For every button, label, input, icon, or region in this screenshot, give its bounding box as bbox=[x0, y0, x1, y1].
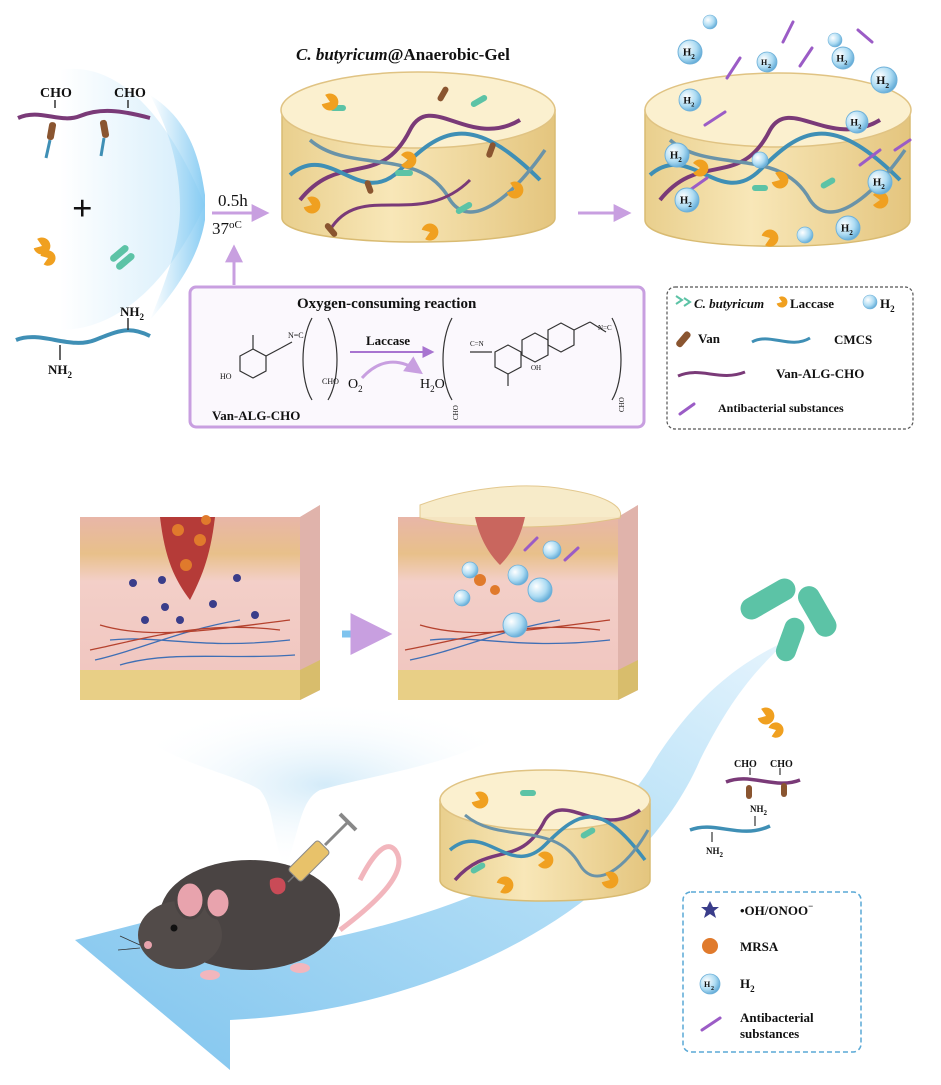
laccase-enzyme-label: Laccase bbox=[366, 333, 410, 348]
gel-container-3 bbox=[439, 769, 651, 902]
gel-container-2 bbox=[644, 72, 912, 249]
svg-text:2: 2 bbox=[691, 53, 695, 61]
legend-h2-bottom: H2 bbox=[740, 976, 755, 994]
svg-text:2: 2 bbox=[849, 229, 853, 237]
curved-arrow bbox=[360, 356, 423, 380]
gel-container-1 bbox=[280, 71, 556, 243]
legend-h2: H2 bbox=[880, 296, 895, 314]
cho-label-br-1: CHO bbox=[734, 759, 757, 770]
cho-small-label-2: CHO bbox=[452, 405, 460, 420]
nh2-label-br-1: NH2 bbox=[750, 804, 768, 817]
fan-glow bbox=[60, 68, 205, 330]
reactant-label: Van-ALG-CHO bbox=[212, 408, 300, 423]
plus-sign: + bbox=[72, 188, 93, 228]
skin-block-healing bbox=[398, 485, 638, 700]
cho-label-1: CHO bbox=[40, 86, 72, 101]
legend-cmcs: CMCS bbox=[834, 332, 872, 347]
legend-van-alg-cho: Van-ALG-CHO bbox=[776, 366, 864, 381]
svg-text:H: H bbox=[873, 177, 882, 189]
mixing-fan bbox=[150, 95, 205, 320]
svg-text:2: 2 bbox=[691, 102, 695, 109]
svg-text:H: H bbox=[841, 223, 850, 235]
nh2-label-1: NH2 bbox=[120, 304, 145, 322]
legend-bottom-box bbox=[682, 891, 862, 1053]
gel-title: C. butyricum@Anaerobic-Gel bbox=[296, 45, 510, 64]
legend-mrsa-icon bbox=[702, 938, 718, 954]
legend-cmcs-icon bbox=[751, 336, 811, 344]
cho-label-br-2: CHO bbox=[770, 759, 793, 770]
svg-text:2: 2 bbox=[881, 183, 885, 191]
cho-small-label: CHO bbox=[322, 377, 339, 386]
c-butyricum-icon bbox=[110, 245, 135, 270]
legend-van: Van bbox=[698, 331, 721, 346]
syringe-illustration bbox=[287, 812, 358, 883]
cn-label: N=C bbox=[288, 331, 304, 340]
svg-text:H: H bbox=[704, 980, 711, 989]
cho-label-2: CHO bbox=[114, 86, 146, 101]
svg-text:H: H bbox=[670, 150, 679, 162]
nc-label-2: N=C bbox=[598, 324, 612, 332]
svg-text:2: 2 bbox=[688, 201, 692, 209]
c-butyricum-large bbox=[740, 578, 837, 662]
svg-text:2: 2 bbox=[711, 986, 714, 992]
legend-top-box bbox=[666, 286, 914, 430]
time-label: 0.5h bbox=[218, 191, 248, 210]
legend-antibacterial-bottom-1: Antibacterial bbox=[740, 1010, 814, 1025]
chains-bottom-right bbox=[689, 768, 801, 842]
dimer-structure bbox=[442, 317, 622, 401]
van-alg-cho-chain bbox=[17, 100, 151, 159]
vanillin-structure bbox=[239, 317, 338, 401]
o2-label: O2 bbox=[348, 377, 363, 394]
svg-text:2: 2 bbox=[858, 124, 862, 131]
svg-text:H: H bbox=[836, 53, 844, 64]
legend-top-cbutyricum-icon bbox=[675, 295, 692, 307]
temperature-label: 37oC bbox=[212, 219, 242, 238]
ho-label: HO bbox=[220, 372, 232, 381]
svg-text:H: H bbox=[876, 74, 885, 87]
legend-antibacterial: Antibacterial substances bbox=[718, 401, 844, 415]
svg-text:2: 2 bbox=[678, 156, 682, 164]
svg-text:2: 2 bbox=[768, 64, 771, 70]
svg-text:H: H bbox=[683, 95, 691, 106]
oh-label: OH bbox=[531, 364, 541, 372]
reaction-title: Oxygen-consuming reaction bbox=[297, 296, 477, 312]
legend-h2-icon bbox=[862, 294, 878, 310]
laccase-small-bottom bbox=[756, 705, 786, 740]
h2o-label: H2O bbox=[420, 377, 445, 394]
legend-radical-icon bbox=[701, 901, 719, 918]
legend-radical: •OH/ONOO− bbox=[740, 901, 813, 918]
legend-antibacterial-bottom-2: substances bbox=[740, 1026, 799, 1041]
legend-laccase: Laccase bbox=[790, 296, 834, 311]
svg-text:2: 2 bbox=[844, 60, 848, 67]
legend-van-icon bbox=[676, 331, 691, 348]
nh2-label-2: NH2 bbox=[48, 362, 73, 380]
cho-small-label-3: CHO bbox=[618, 397, 626, 412]
legend-cbutyricum: C. butyricum bbox=[694, 296, 764, 311]
skin-block-wound bbox=[80, 505, 320, 700]
wound-glow bbox=[110, 700, 540, 870]
svg-text:2: 2 bbox=[885, 81, 889, 90]
svg-text:H: H bbox=[761, 58, 768, 67]
mouse-illustration bbox=[117, 844, 402, 980]
legend-antibacterial-icon bbox=[678, 402, 696, 416]
svg-text:H: H bbox=[680, 195, 689, 207]
cmcs-chain bbox=[15, 318, 151, 360]
legend-mrsa: MRSA bbox=[740, 939, 779, 954]
legend-antibacterial-icon-bottom bbox=[700, 1016, 722, 1032]
svg-text:H: H bbox=[683, 47, 692, 59]
laccase-icon bbox=[32, 235, 58, 268]
cn-label-2: C=N bbox=[470, 340, 484, 348]
svg-text:H: H bbox=[850, 117, 858, 128]
nh2-label-br-2: NH2 bbox=[706, 846, 724, 859]
legend-van-alg-cho-icon bbox=[677, 370, 746, 378]
